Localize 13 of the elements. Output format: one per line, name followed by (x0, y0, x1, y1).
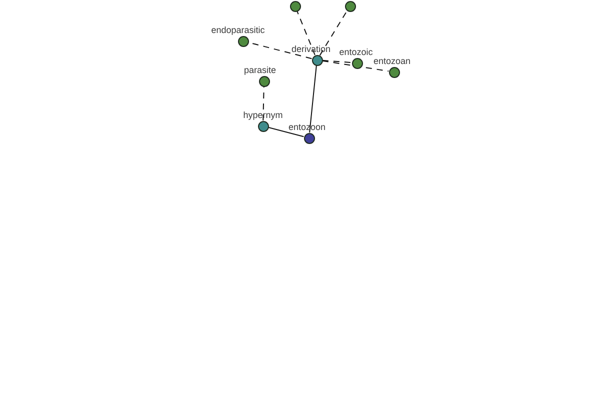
dashed-link-line (322, 60, 352, 64)
node-label: entozoic (339, 47, 373, 57)
dashed-link-line (296, 10, 316, 56)
link-line (268, 126, 304, 138)
node-label: derivation (291, 44, 331, 54)
node-label: endoparasitic (211, 25, 265, 35)
dashed-link-line (262, 86, 264, 121)
dashed-link-line (322, 60, 390, 72)
node-label: entozoan (373, 56, 411, 66)
link-line (309, 64, 317, 134)
node-label: parasite (244, 65, 276, 75)
node-label: hypernym (243, 110, 283, 120)
dashed-link-line (319, 10, 348, 56)
